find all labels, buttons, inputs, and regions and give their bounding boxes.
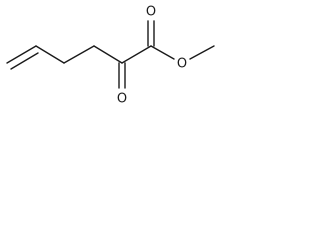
molecule-structure: O O O [6, 5, 215, 107]
ketone-carbonyl-oxygen-label: O [117, 92, 127, 107]
allylic-bond [35, 45, 65, 64]
methoxy-bond [189, 45, 215, 60]
chain-bond-1 [63, 45, 95, 64]
chain-bond-2 [93, 45, 123, 64]
ester-carbonyl-double-bond [147, 20, 155, 47]
ester-oxygen-label: O [177, 57, 187, 72]
ketone-to-ester-bond [121, 45, 152, 64]
ester-carbonyl-oxygen-label: O [146, 5, 156, 20]
ketone-carbonyl-double-bond [118, 62, 126, 89]
ester-oxygen-bond [150, 45, 175, 60]
vinyl-double-bond [6, 45, 39, 70]
